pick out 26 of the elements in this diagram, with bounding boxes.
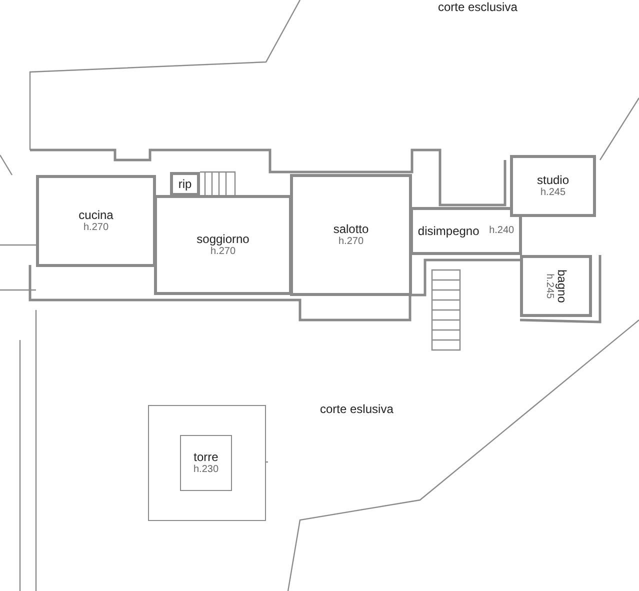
room (154, 195, 292, 295)
tower-enclosure (148, 405, 266, 521)
room-name: studio (536, 172, 570, 188)
room (410, 207, 522, 255)
room-name: cucina (78, 208, 114, 222)
room (510, 155, 596, 217)
area-label: corte esclusiva (438, 0, 518, 14)
ceiling-height: h.270 (338, 236, 364, 248)
room-name: rip (178, 176, 192, 192)
room (520, 255, 592, 317)
room (290, 174, 412, 296)
room-name: torre (194, 450, 218, 464)
room (170, 172, 200, 196)
room-name: disimpegno (418, 224, 480, 238)
room-name: soggiorno (196, 232, 250, 246)
ceiling-height: h.270 (83, 222, 109, 234)
room (180, 435, 232, 491)
ceiling-height: h.245 (540, 187, 566, 200)
room-name: salotto (333, 222, 369, 236)
ceiling-height: h.245 (542, 273, 555, 298)
ceiling-height: h.270 (210, 246, 236, 258)
ceiling-height: h.230 (193, 464, 219, 476)
room-name: bagno (554, 269, 570, 303)
area-label: corte eslusiva (320, 402, 394, 416)
room (36, 175, 156, 267)
ceiling-height: h.240 (489, 225, 514, 237)
